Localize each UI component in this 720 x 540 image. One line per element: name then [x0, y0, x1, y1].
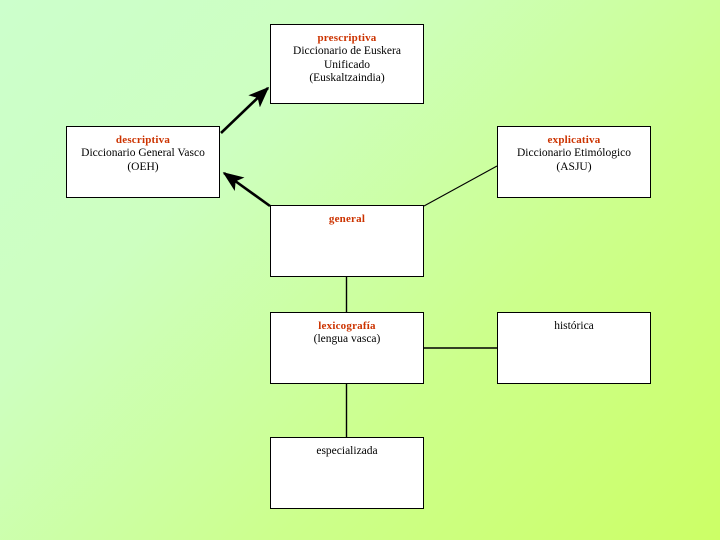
node-prescriptiva[interactable]: prescriptiva Diccionario de Euskera Unif… [270, 24, 424, 104]
node-general[interactable]: general [270, 205, 424, 277]
node-prescriptiva-line3: (Euskaltzaindia) [309, 72, 385, 85]
node-descriptiva-title: descriptiva [115, 134, 171, 146]
node-descriptiva-line1: Diccionario General Vasco [81, 146, 205, 159]
node-historica[interactable]: histórica [497, 312, 651, 384]
node-historica-label: histórica [554, 320, 594, 332]
node-especializada[interactable]: especializada [270, 437, 424, 509]
node-descriptiva[interactable]: descriptiva Diccionario General Vasco (O… [66, 126, 220, 198]
node-explicativa-title: explicativa [547, 134, 601, 146]
edge-descriptiva-to-prescriptiva [220, 86, 270, 134]
node-especializada-label: especializada [316, 445, 378, 457]
node-lexicografia-title: lexicografía [318, 320, 376, 332]
node-prescriptiva-line1: Diccionario de Euskera [293, 44, 401, 57]
node-lexicografia-line1: (lengua vasca) [313, 332, 381, 345]
node-descriptiva-line2: (OEH) [127, 160, 159, 173]
node-explicativa-line1: Diccionario Etimólogico [516, 146, 631, 159]
edge-general-to-explicativa [423, 165, 498, 207]
node-explicativa[interactable]: explicativa Diccionario Etimólogico (ASJ… [497, 126, 651, 198]
node-lexicografia[interactable]: lexicografía (lengua vasca) [270, 312, 424, 384]
node-prescriptiva-line2: Unificado [324, 58, 370, 71]
node-general-title: general [328, 213, 366, 225]
node-explicativa-line2: (ASJU) [556, 160, 592, 173]
edge-general-to-descriptiva [222, 171, 271, 208]
node-prescriptiva-title: prescriptiva [317, 32, 377, 44]
